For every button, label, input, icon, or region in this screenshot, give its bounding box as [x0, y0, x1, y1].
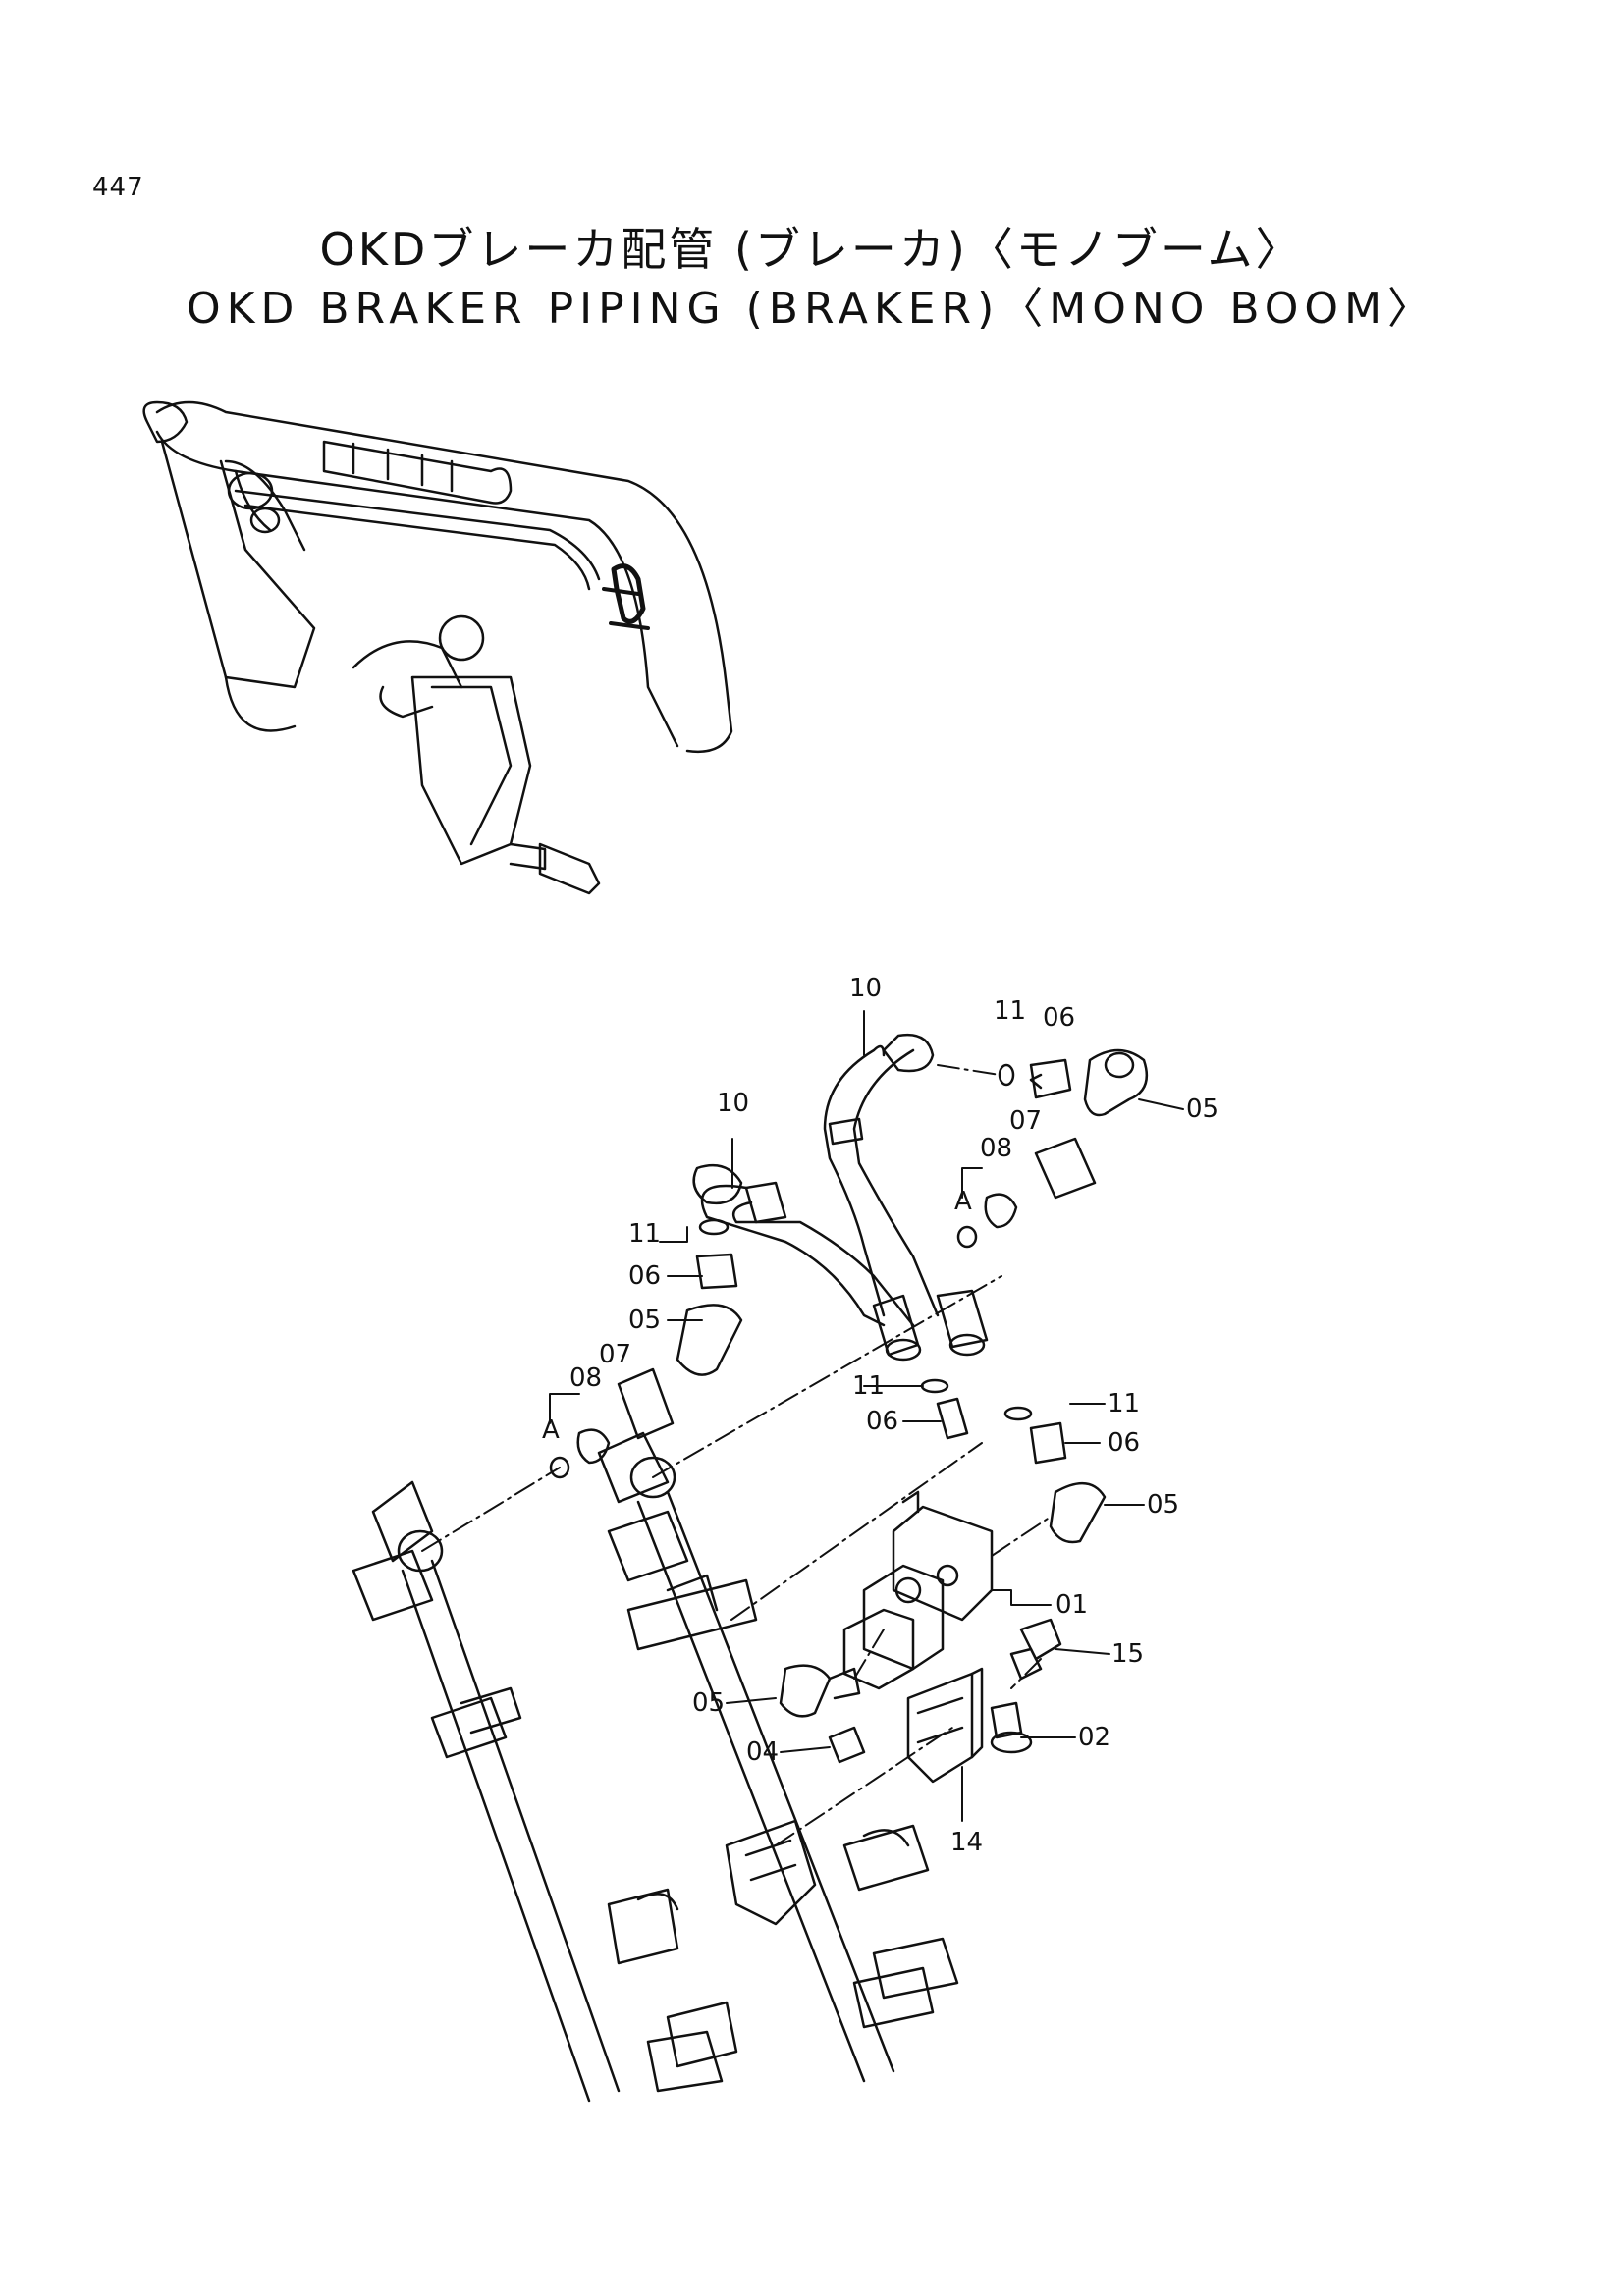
hose-10-top — [823, 1044, 886, 1317]
callout-07-right: 07 — [1009, 1106, 1042, 1136]
callout-04: 04 — [746, 1737, 779, 1767]
callout-08-left: 08 — [569, 1363, 602, 1393]
callout-15: 15 — [1111, 1639, 1144, 1669]
callout-05-low: 05 — [692, 1688, 725, 1718]
callout-01: 01 — [1055, 1590, 1088, 1620]
callout-10-top: 10 — [849, 974, 882, 1003]
callout-11-mid-right: 11 — [1108, 1389, 1140, 1418]
callout-labels: 10 11 06 05 10 07 08 A 11 06 05 07 08 A … — [542, 974, 1218, 1857]
callout-06-mid-right: 06 — [1108, 1428, 1140, 1458]
callout-11-left: 11 — [628, 1219, 661, 1249]
callout-07-left: 07 — [599, 1340, 631, 1369]
callout-06-mid: 06 — [866, 1407, 898, 1436]
callout-06-top: 06 — [1043, 1003, 1075, 1033]
callout-11-mid: 11 — [852, 1371, 885, 1401]
exploded-parts-view — [352, 1010, 1184, 2103]
excavator-boom-illustration — [142, 400, 733, 895]
callout-11-top: 11 — [994, 996, 1026, 1026]
callout-08-right: 08 — [980, 1134, 1012, 1163]
page-number: 447 — [92, 173, 144, 202]
callout-10-left: 10 — [717, 1089, 749, 1118]
title-japanese: OKDブレーカ配管 (ブレーカ)〈モノブーム〉 — [319, 223, 1304, 276]
callout-a-right: A — [954, 1187, 972, 1216]
hose-10-left — [700, 1184, 886, 1327]
callout-05-mid-right: 05 — [1147, 1490, 1179, 1520]
callout-05-right: 05 — [1186, 1095, 1218, 1124]
callout-06-left: 06 — [628, 1261, 661, 1291]
callout-a-left: A — [542, 1415, 560, 1445]
title-english: OKD BRAKER PIPING (BRAKER)〈MONO BOOM〉 — [186, 284, 1437, 334]
callout-05-left: 05 — [628, 1306, 661, 1335]
callout-02: 02 — [1078, 1723, 1110, 1752]
callout-14: 14 — [950, 1828, 983, 1857]
